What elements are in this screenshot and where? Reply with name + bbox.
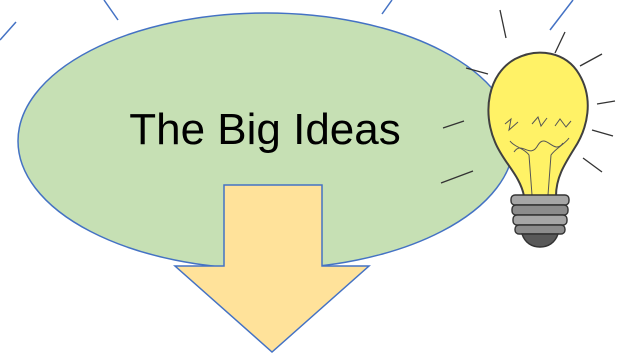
bulb-ray-3 [579, 53, 603, 67]
lightbulb-icon [440, 9, 616, 248]
blue-ray-2 [103, 0, 119, 21]
lightbulb-base-tip [521, 233, 559, 248]
lightbulb-base-ring-1 [510, 194, 570, 206]
title-text: The Big Ideas [129, 105, 401, 154]
bulb-ray-9 [440, 170, 474, 184]
lightbulb-base [510, 194, 570, 248]
blue-ray-1 [0, 21, 17, 41]
lightbulb-rays [440, 9, 616, 184]
bulb-ray-5 [591, 129, 614, 137]
blue-rays [0, 0, 574, 41]
blue-ray-3 [381, 0, 393, 15]
lightbulb-base-ring-2 [511, 204, 569, 216]
bulb-ray-7 [465, 67, 489, 75]
lightbulb-glass [487, 51, 589, 197]
lightbulb-base-ring-3 [512, 214, 568, 226]
bulb-ray-6 [582, 157, 603, 173]
bulb-ray-4 [596, 100, 616, 105]
bulb-ray-1 [499, 9, 507, 39]
bulb-ray-8 [442, 120, 465, 129]
blue-ray-4 [549, 0, 574, 31]
lightbulb-filament [504, 116, 572, 196]
down-arrow [173, 184, 371, 354]
bulb-ray-2 [554, 31, 566, 54]
lightbulb-base-ring-4 [514, 224, 566, 235]
